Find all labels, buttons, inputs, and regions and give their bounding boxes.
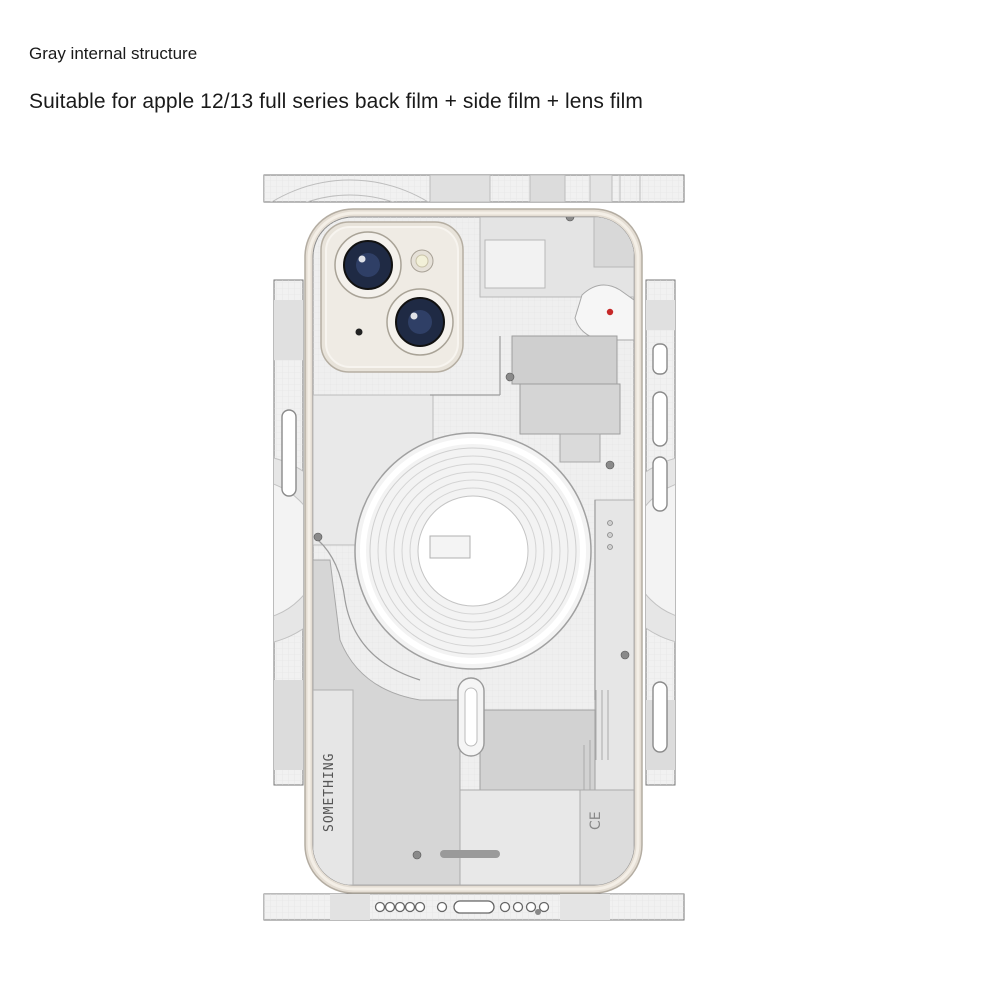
side-button-cutout bbox=[281, 409, 297, 497]
top-side-film bbox=[263, 174, 685, 203]
magsafe-ring bbox=[354, 432, 592, 670]
volume-down-cutout bbox=[652, 456, 668, 512]
camera-module bbox=[320, 221, 464, 373]
lens-bottom bbox=[386, 288, 454, 356]
sensor-dot bbox=[606, 308, 614, 316]
left-side-film bbox=[273, 279, 304, 786]
right-side-film bbox=[645, 279, 676, 786]
speaker-holes bbox=[374, 900, 550, 914]
volume-up-cutout bbox=[652, 391, 668, 447]
caption-title: Suitable for apple 12/13 full series bac… bbox=[29, 90, 643, 113]
mute-switch-cutout bbox=[652, 343, 668, 375]
brand-print: SOMETHING bbox=[322, 753, 337, 832]
caption-subtitle: Gray internal structure bbox=[29, 44, 198, 63]
flash-icon bbox=[410, 249, 434, 273]
port-cutout bbox=[453, 900, 495, 914]
svg-text:CE: CE bbox=[588, 811, 604, 830]
microphone-hole bbox=[355, 328, 363, 336]
lens-top bbox=[334, 231, 402, 299]
antenna-cutout bbox=[652, 681, 668, 753]
bottom-side-film bbox=[263, 893, 685, 921]
screws bbox=[313, 217, 630, 860]
